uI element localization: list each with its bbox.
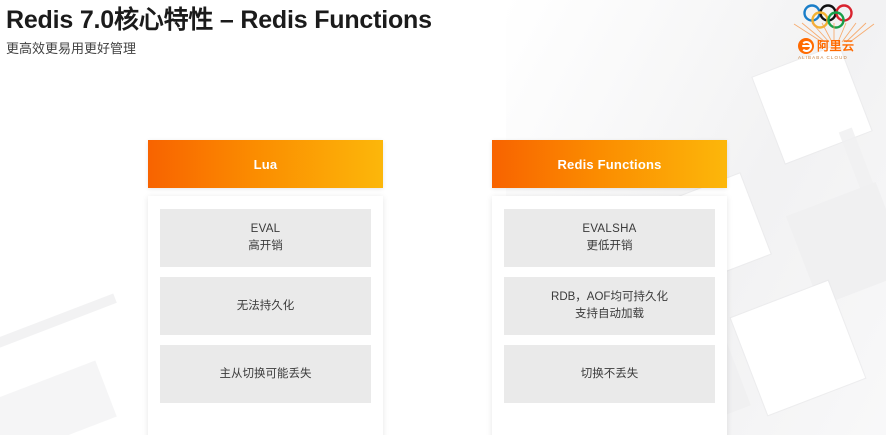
comparison-cell: 主从切换可能丢失	[160, 345, 371, 403]
column-body-redis-functions: EVALSHA 更低开销 RDB，AOF均可持久化 支持自动加载 切换不丢失	[492, 196, 727, 435]
background-diagonal-band	[838, 127, 886, 413]
brand-tagline: ALIBABA CLOUD	[798, 55, 848, 60]
cell-line: EVALSHA	[582, 223, 637, 236]
cell-line: 支持自动加载	[575, 308, 644, 320]
alibaba-cloud-mark-icon	[798, 38, 814, 54]
cell-line: 主从切换可能丢失	[219, 367, 312, 380]
column-body-lua: EVAL 高开销 无法持久化 主从切换可能丢失	[148, 196, 383, 435]
page-title: Redis 7.0核心特性 – Redis Functions	[6, 6, 432, 34]
comparison-column-lua: Lua EVAL 高开销 无法持久化 主从切换可能丢失	[148, 140, 383, 435]
brand-name: 阿里云	[817, 39, 855, 53]
comparison-table: Lua EVAL 高开销 无法持久化 主从切换可能丢失 Redis Functi…	[148, 140, 728, 435]
slide-header: Redis 7.0核心特性 – Redis Functions 更高效更易用更好…	[6, 6, 646, 57]
cell-line: EVAL	[250, 223, 281, 236]
cell-line: 切换不丢失	[580, 367, 639, 380]
background-diagonal-band	[0, 293, 117, 357]
comparison-cell: RDB，AOF均可持久化 支持自动加载	[504, 277, 715, 335]
olympic-rings-icon	[803, 4, 853, 29]
column-header-lua: Lua	[148, 140, 383, 188]
comparison-cell: 切换不丢失	[504, 345, 715, 403]
cell-line: 更低开销	[586, 240, 633, 252]
comparison-cell: EVALSHA 更低开销	[504, 209, 715, 267]
cell-line: RDB，AOF均可持久化	[551, 291, 668, 304]
comparison-column-redis-functions: Redis Functions EVALSHA 更低开销 RDB，AOF均可持久…	[492, 140, 727, 435]
comparison-cell: 无法持久化	[160, 277, 371, 335]
comparison-cell: EVAL 高开销	[160, 209, 371, 267]
alibaba-cloud-logo: 阿里云	[798, 38, 855, 54]
background-diagonal-band	[0, 360, 117, 435]
background-square	[785, 181, 886, 307]
column-header-redis-functions: Redis Functions	[492, 140, 727, 188]
cell-line: 无法持久化	[236, 299, 295, 312]
background-square	[730, 280, 866, 416]
brand-rays-icon	[793, 22, 875, 43]
brand-logo: 阿里云 ALIBABA CLOUD	[788, 2, 880, 64]
page-subtitle: 更高效更易用更好管理	[6, 41, 137, 56]
cell-line: 高开销	[248, 240, 283, 252]
